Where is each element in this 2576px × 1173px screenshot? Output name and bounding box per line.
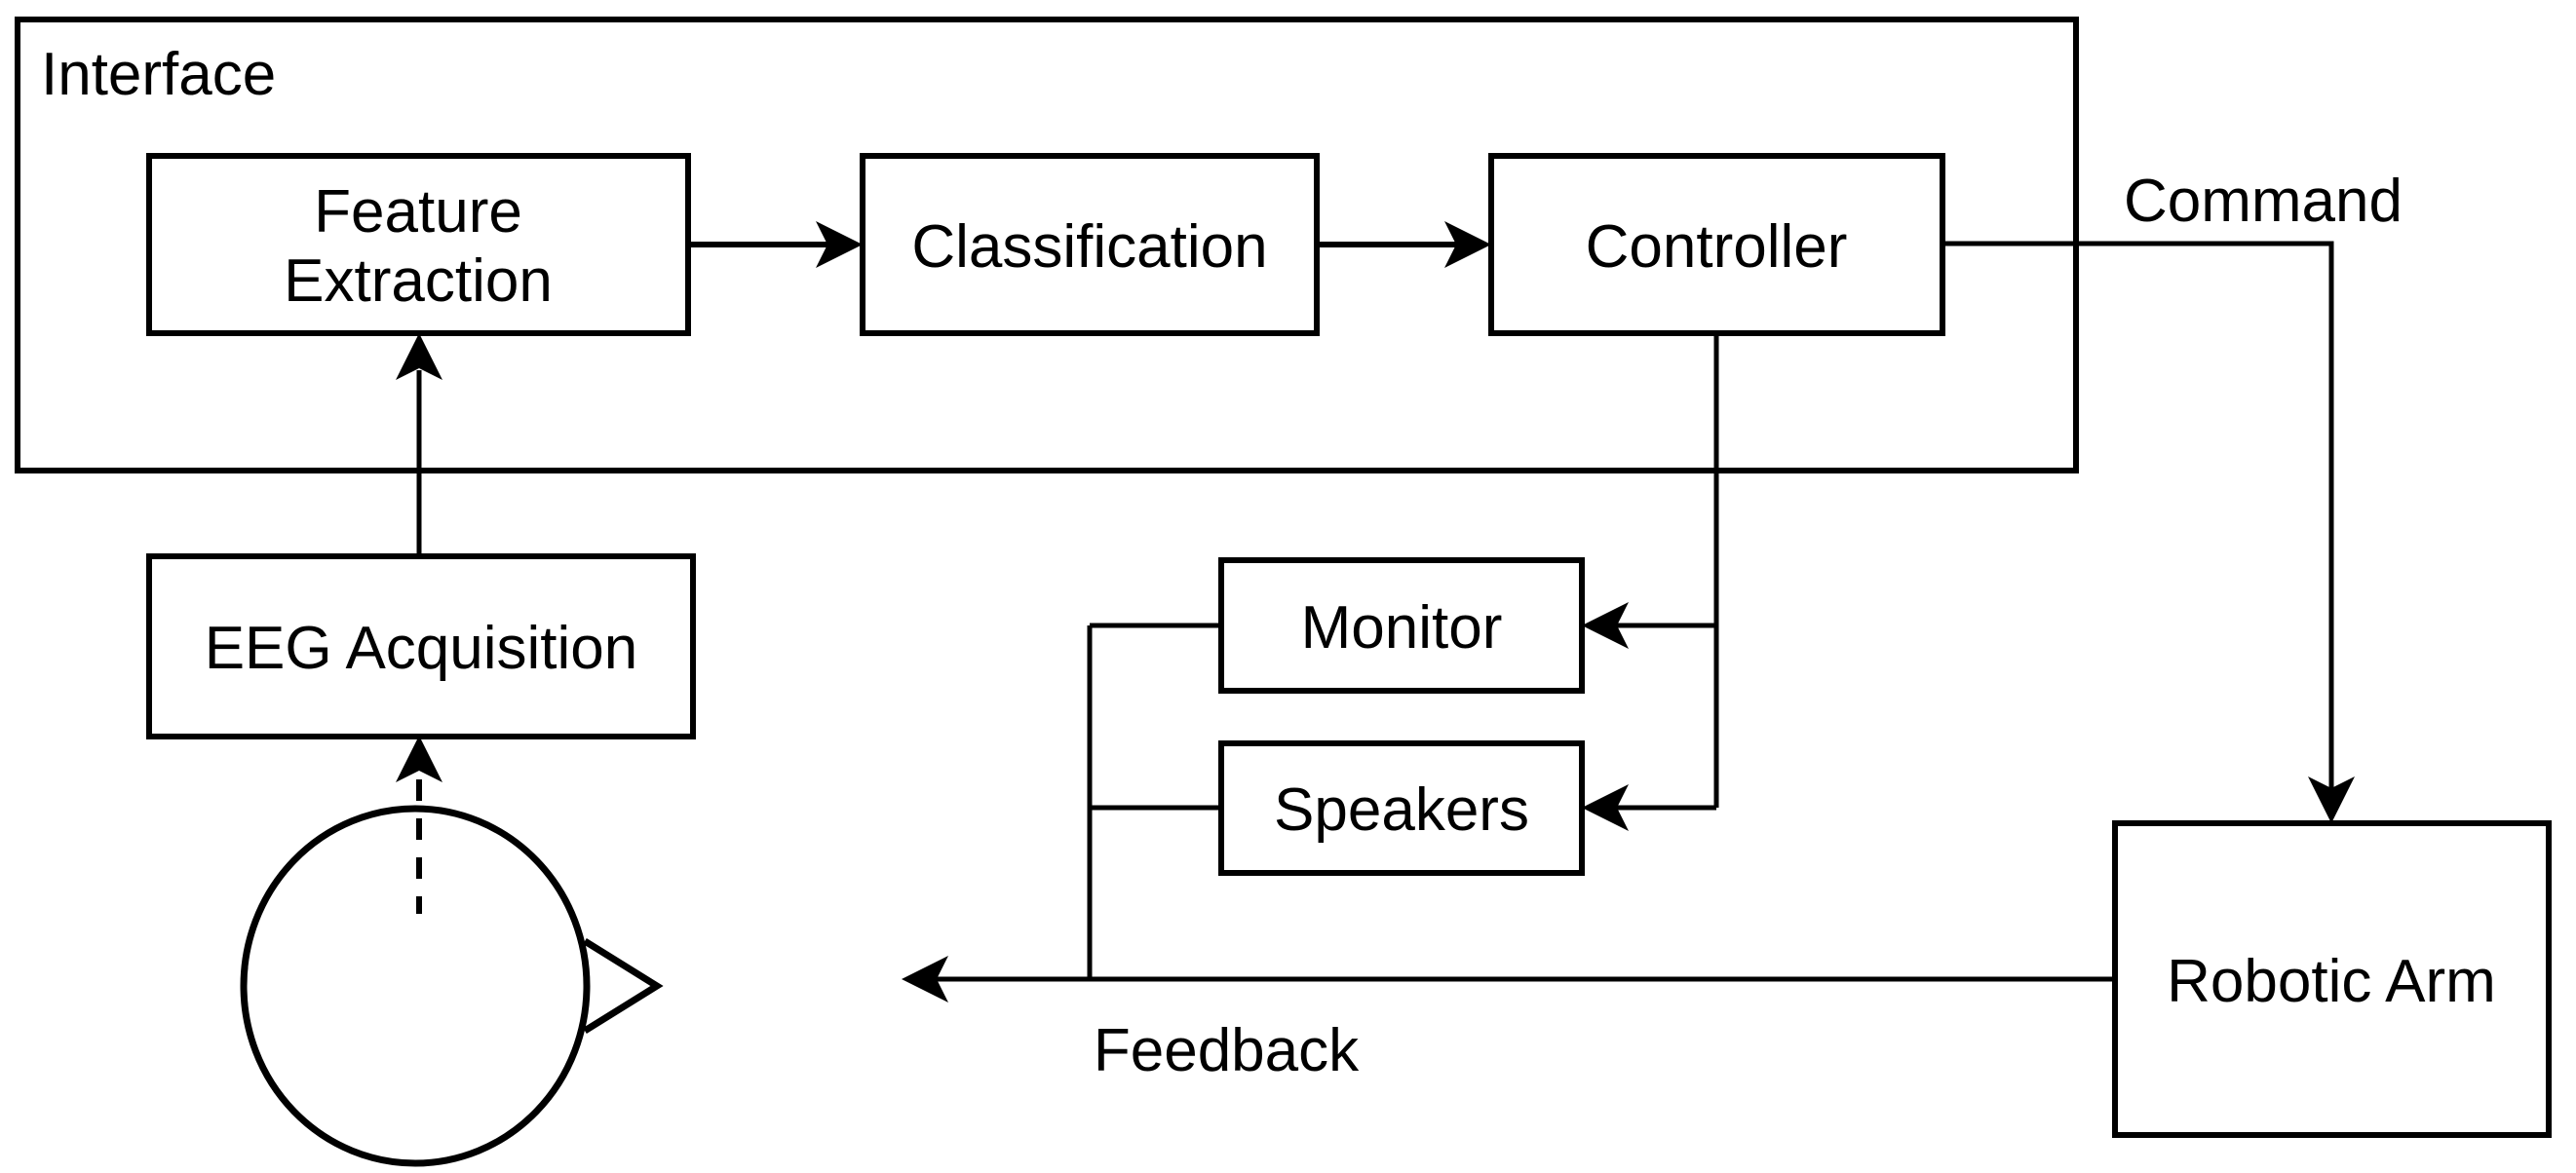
arrowhead-feedback [902, 956, 948, 1003]
robotic-arm-label: Robotic Arm [2167, 948, 2496, 1015]
feature-extraction-label-line1: Feature [314, 178, 522, 246]
edge-command [1942, 241, 2334, 788]
arrowhead-into-feature-extraction [396, 333, 442, 380]
interface-label: Interface [41, 41, 276, 108]
arrowhead-into-monitor [1582, 602, 1629, 649]
command-label: Command [2124, 168, 2403, 235]
eeg-acquisition-label: EEG Acquisition [205, 615, 638, 682]
monitor-label: Monitor [1301, 594, 1503, 662]
feedback-label: Feedback [1094, 1017, 1360, 1084]
head-nose [583, 938, 664, 1034]
arrowhead-into-classification [816, 221, 863, 268]
feature-extraction-box [146, 153, 691, 336]
speakers-box [1218, 740, 1585, 876]
head-circle [240, 805, 591, 1167]
speakers-label: Speakers [1274, 776, 1529, 844]
eeg-acquisition-box [146, 553, 696, 739]
arrowhead-into-speakers [1582, 784, 1629, 831]
arrowhead-into-controller [1444, 221, 1491, 268]
arrowhead-into-eeg [396, 736, 442, 782]
robotic-arm-box [2112, 820, 2552, 1138]
monitor-box [1218, 557, 1585, 694]
arrowhead-into-robotic-arm [2308, 776, 2355, 823]
classification-label: Classification [911, 213, 1267, 281]
feature-extraction-label-line2: Extraction [284, 247, 553, 315]
controller-label: Controller [1586, 213, 1848, 281]
